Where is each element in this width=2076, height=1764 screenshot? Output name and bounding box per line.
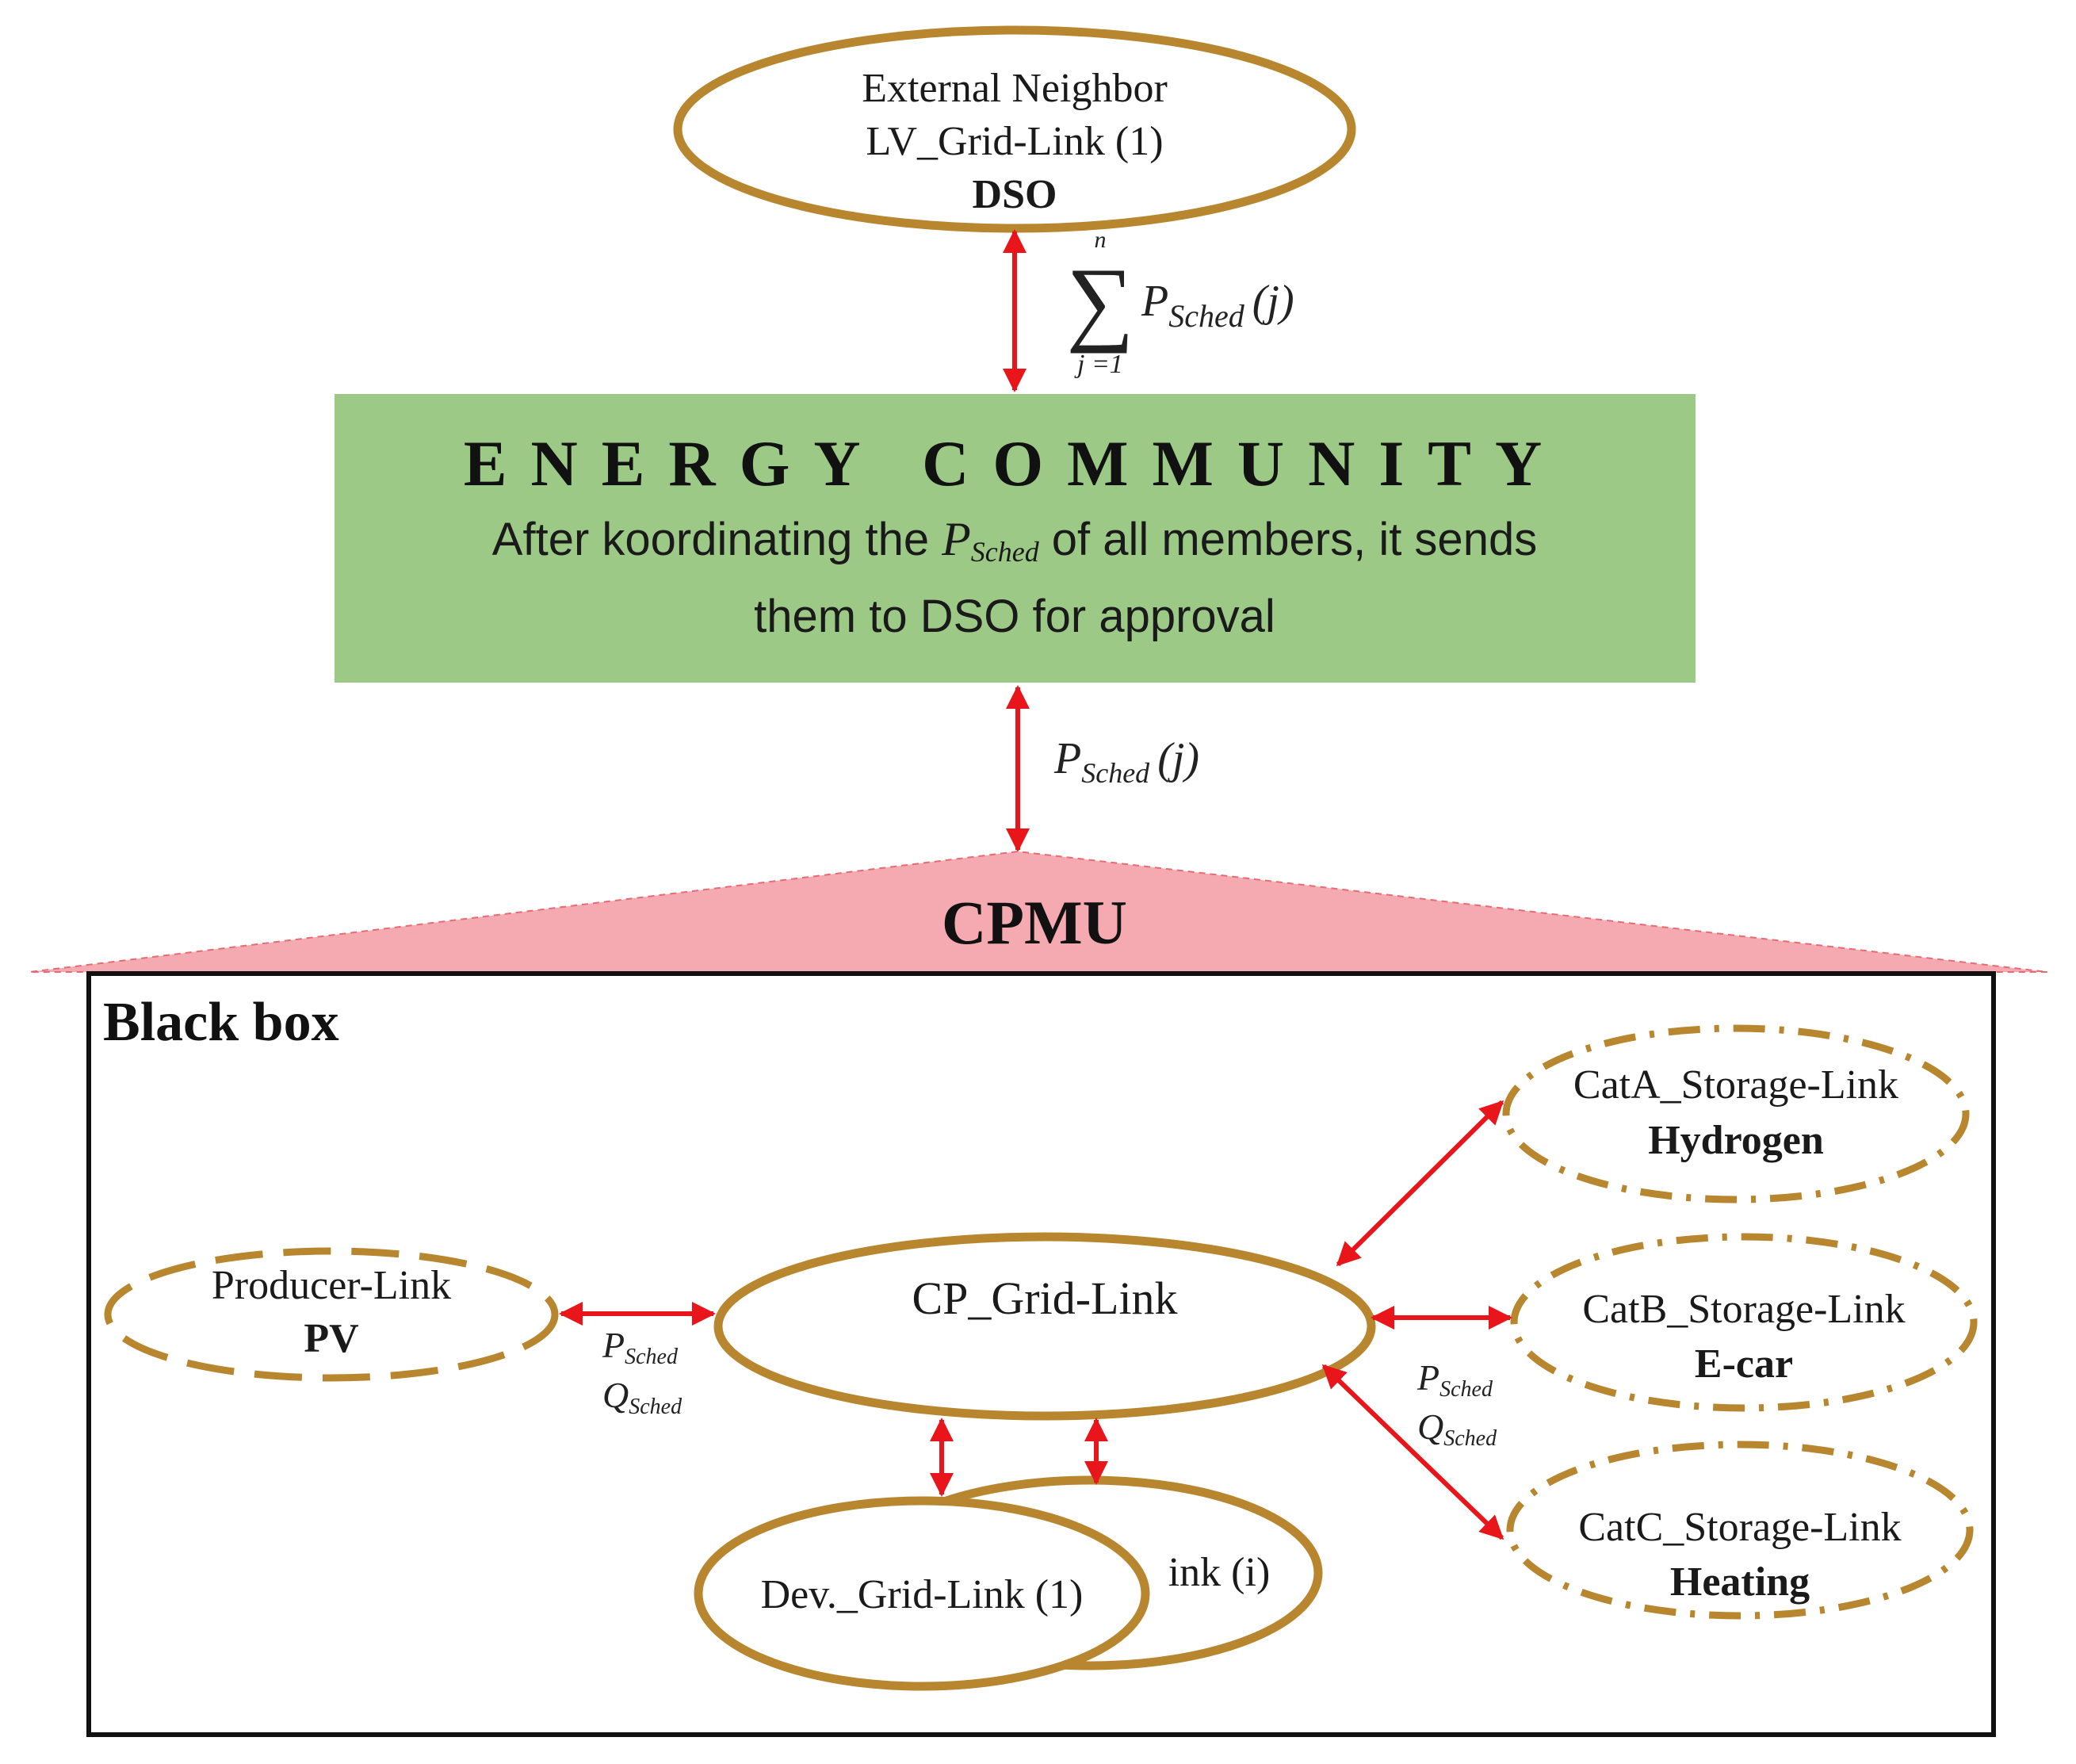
sum-symbol: ∑ [1066,248,1134,354]
cp-grid-label: CP_Grid-Link [912,1272,1177,1324]
flow-right-labels: PSched QSched [1416,1357,1497,1451]
dev-grid-front-ellipse [694,1496,1150,1691]
member-p-sched-j: PSched(j) [1053,734,1199,789]
flow-left-labels: PSched QSched [602,1325,682,1419]
community-text-before: After koordinating the [492,514,929,565]
storage-c-ellipse [1506,1441,1974,1620]
sum-upper: n [1095,227,1107,253]
community-desc-line2: them to DSO for approval [754,591,1275,642]
dev-grid-back-label: ink (i) [1168,1550,1271,1595]
sum-p: P [1141,277,1168,326]
community-rect [335,394,1696,683]
storage-a-ellipse [1502,1024,1970,1203]
sum-p-sub: Sched [1168,298,1245,334]
dso-line1: External Neighbor [862,66,1168,111]
flow-left-p-main: P [602,1325,625,1365]
black-box-rect [86,971,1996,1737]
flow-right-q: QSched [1417,1406,1497,1451]
member-arg: (j) [1157,734,1199,783]
cp-grid-node: CP_Grid-Link [713,1232,1376,1421]
dso-line3: DSO [973,172,1057,217]
storage-b-line1: CatB_Storage-Link [1582,1287,1905,1332]
sum-lower: j =1 [1074,350,1123,379]
producer-node: Producer-Link PV [104,1247,559,1382]
flow-left-q-main: Q [602,1375,629,1415]
member-p: P [1053,734,1081,783]
cpmu-label: CPMU [942,888,1127,957]
storage-c-line2: Heating [1670,1559,1810,1605]
cpmu-roof: CPMU [29,850,2048,973]
sum-label: n ∑ j =1 PSched(j) [1066,227,1294,379]
storage-c-line1: CatC_Storage-Link [1578,1505,1901,1550]
black-box: Black box [86,971,1996,1737]
storage-node-a: CatA_Storage-Link Hydrogen [1502,1024,1970,1203]
cpmu-triangle [29,850,2048,973]
sum-arg: (j) [1252,277,1294,326]
arrow-cp-storage-a [1336,1100,1504,1267]
sum-p-sched-j: PSched(j) [1141,277,1294,334]
storage-node-c: CatC_Storage-Link Heating [1506,1441,1974,1620]
flow-right-q-sub: Sched [1443,1426,1497,1451]
flow-left-p: PSched [602,1325,679,1369]
flow-right-p-sub: Sched [1439,1377,1493,1402]
dso-line2: LV_Grid-Link (1) [866,119,1163,164]
storage-a-line2: Hydrogen [1648,1118,1824,1163]
flow-left-p-sub: Sched [625,1345,679,1369]
cp-grid-ellipse [713,1232,1376,1421]
community-p: P [941,513,971,565]
member-p-sub: Sched [1081,757,1150,789]
producer-ellipse [104,1247,559,1382]
dev-grid-front-node: Dev._Grid-Link (1) [694,1496,1150,1691]
flow-left-q: QSched [602,1375,682,1419]
black-box-label: Black box [103,992,339,1053]
producer-line1: Producer-Link [212,1263,451,1308]
storage-a-line1: CatA_Storage-Link [1573,1062,1898,1108]
storage-b-line2: E-car [1695,1341,1793,1387]
arrow-cp-storage-c [1321,1364,1504,1540]
storage-b-ellipse [1510,1233,1978,1412]
flow-left-q-sub: Sched [629,1395,682,1419]
storage-node-b: CatB_Storage-Link E-car [1510,1233,1978,1412]
flow-right-q-main: Q [1417,1406,1443,1447]
dso-node: External Neighbor LV_Grid-Link (1) DSO [673,25,1356,233]
flow-right-p: PSched [1416,1357,1493,1402]
dev-grid-front-label: Dev._Grid-Link (1) [761,1572,1084,1617]
community-title: ENERGY COMMUNITY [464,427,1566,499]
community-p-sub: Sched [971,536,1040,568]
flow-right-p-main: P [1416,1357,1439,1398]
community-text-after: of all members, it sends [1052,514,1537,565]
producer-line2: PV [304,1316,358,1361]
dso-ellipse [673,25,1356,233]
